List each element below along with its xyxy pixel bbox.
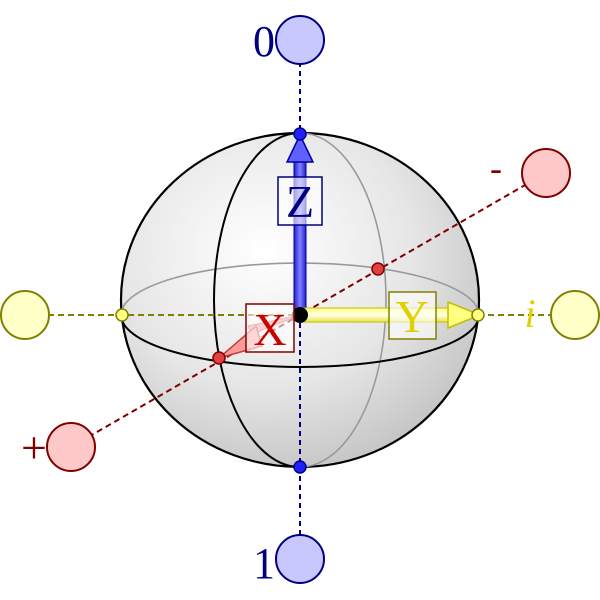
axis-label-x: X	[253, 304, 286, 355]
y-right-point	[471, 308, 485, 322]
state-minus-i-circle	[0, 290, 50, 340]
origin-point	[292, 307, 308, 323]
y-left-point	[115, 308, 129, 322]
equator-front	[120, 314, 480, 368]
state-0-circle	[275, 15, 325, 65]
meridian-back	[299, 132, 387, 468]
label-one: 1	[253, 539, 275, 588]
z-bottom-point	[293, 460, 307, 474]
axis-label-y: Y	[395, 291, 428, 342]
label-imaginary-i: i	[524, 291, 535, 336]
axis-label-z: Z	[286, 176, 314, 227]
label-plus: +	[21, 422, 47, 473]
state-minus-circle	[521, 148, 571, 198]
y-arrow-head	[447, 300, 482, 330]
state-i-circle	[550, 290, 600, 340]
label-minus: -	[490, 148, 502, 188]
x-label-box	[245, 303, 295, 353]
x-front-point	[212, 351, 226, 365]
state-1-circle	[275, 534, 325, 584]
label-zero: 0	[253, 17, 275, 66]
z-arrow-head	[285, 133, 315, 163]
state-plus-circle	[46, 422, 96, 472]
y-label-box	[388, 291, 437, 340]
z-label-box	[277, 176, 323, 226]
z-top-point	[293, 127, 307, 141]
meridian-front	[213, 132, 301, 468]
x-back-point	[371, 262, 385, 276]
